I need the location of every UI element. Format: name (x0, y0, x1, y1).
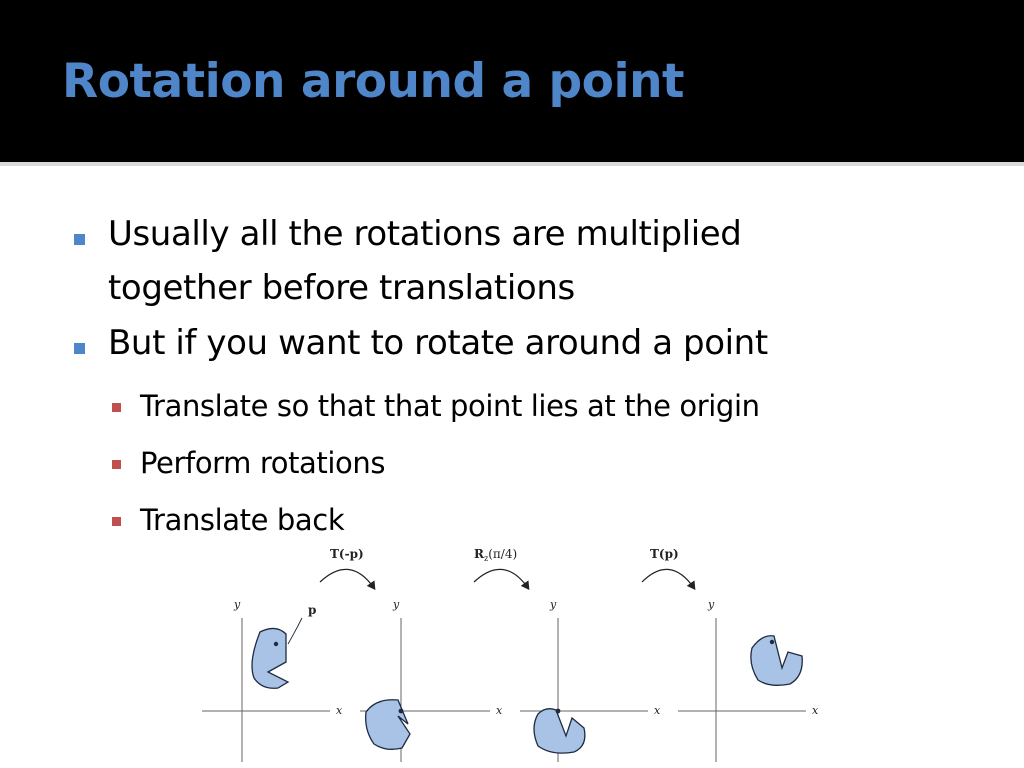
panel-1: y x p (202, 598, 343, 762)
sub-bullet-marker-2 (112, 460, 121, 469)
bullet-marker-2 (74, 343, 85, 354)
label-rotate-angle: (π/4) (488, 547, 517, 561)
shape-2 (365, 699, 411, 750)
bullet-marker-1 (74, 234, 85, 245)
axis-x-label-2: x (496, 704, 503, 717)
sub-bullet-marker-1 (112, 403, 121, 412)
axis-x-label-4: x (812, 704, 819, 717)
bullet-1-line-1: Usually all the rotations are multiplied (108, 214, 742, 254)
slide-title: Rotation around a point (62, 54, 685, 109)
axis-x-label-1: x (336, 704, 343, 717)
sub-bullet-2: Perform rotations (140, 446, 386, 480)
axis-x-label-3: x (654, 704, 661, 717)
sub-bullet-1: Translate so that that point lies at the… (140, 389, 760, 423)
shape-4 (750, 635, 803, 686)
shape-1 (251, 627, 290, 689)
axis-y-label-3: y (549, 598, 557, 611)
label-rotate-subscript: z (484, 554, 488, 563)
shape-4-dot (769, 639, 775, 645)
shape-1-dot (273, 641, 279, 647)
panel-2: y x (360, 598, 503, 762)
title-bar: Rotation around a point (0, 0, 1024, 160)
panel-4: y x (678, 598, 819, 762)
arrow-2 (473, 568, 530, 590)
title-divider (0, 162, 1024, 166)
label-rotate-R: R (474, 547, 485, 561)
axis-y-label-1: y (233, 598, 241, 611)
shape-3 (533, 708, 586, 754)
slide-content (0, 166, 1024, 768)
shape-2-dot (398, 708, 404, 714)
shape-3-dot (555, 708, 561, 714)
rotation-diagram: T(-p) Rz(π/4) T(p) y x p y x y x y (202, 547, 819, 762)
label-rotate: Rz(π/4) (474, 547, 517, 563)
bullet-1-line-2: together before translations (108, 268, 575, 308)
label-translate-p: T(p) (650, 547, 679, 561)
bullet-2-line-1: But if you want to rotate around a point (108, 323, 768, 363)
panel-3: y x (520, 598, 661, 762)
label-translate-neg-p: T(-p) (330, 547, 364, 561)
axis-y-label-2: y (392, 598, 400, 611)
arrow-1 (319, 568, 376, 590)
arrow-3 (641, 568, 696, 590)
sub-bullet-3: Translate back (140, 503, 345, 537)
sub-bullet-marker-3 (112, 517, 121, 526)
axis-y-label-4: y (707, 598, 715, 611)
point-p-label: p (308, 603, 316, 617)
point-leader (287, 617, 303, 645)
